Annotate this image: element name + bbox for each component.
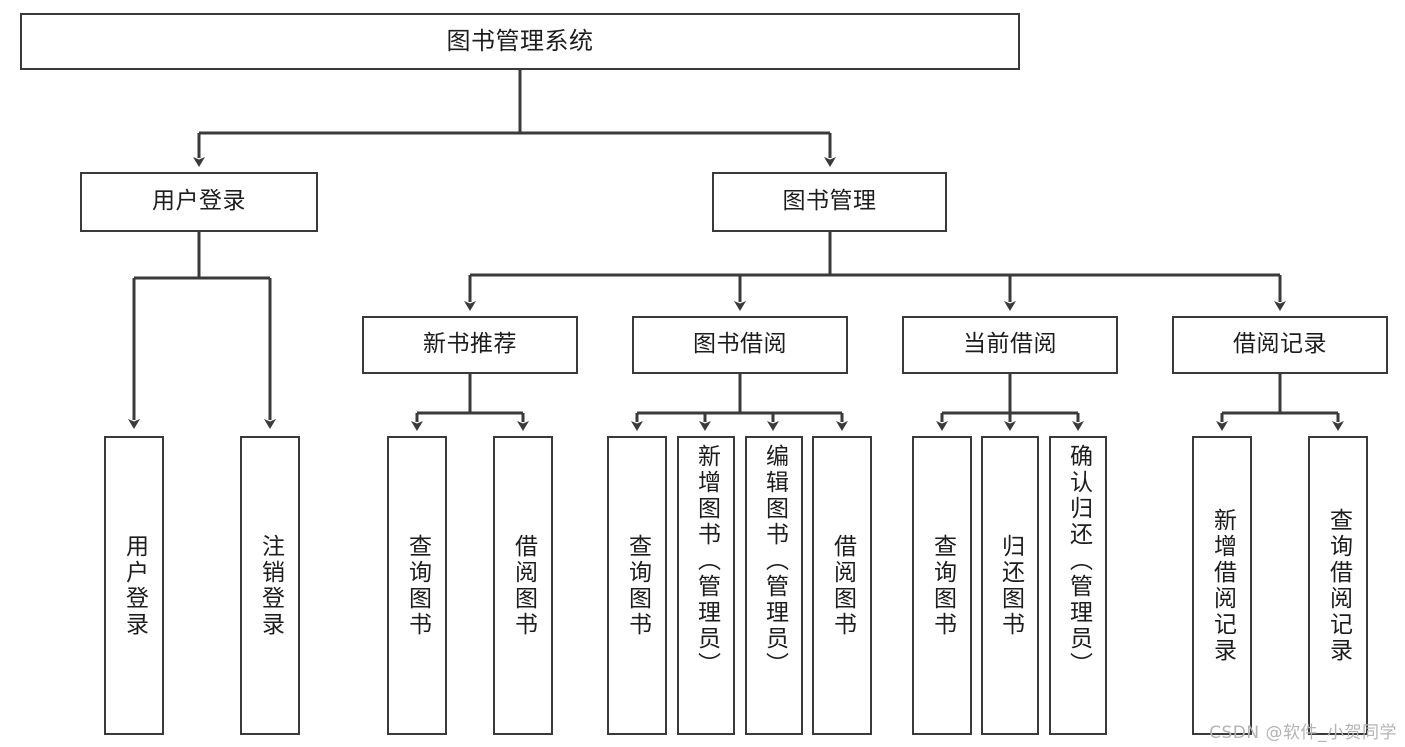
node-leaf-add-book-admin[interactable]: 新增图书（管理员）: [677, 436, 735, 735]
node-leaf-add-borrow-record[interactable]: 新增借阅记录: [1192, 436, 1252, 735]
node-label: 当前借阅: [963, 331, 1057, 358]
node-label: 图书管理: [782, 188, 877, 215]
node-label: 新增借阅记录: [1209, 507, 1236, 664]
node-label: 确认归还（管理员）: [1065, 444, 1092, 678]
node-book-borrow[interactable]: 图书借阅: [632, 316, 848, 374]
node-label: 借阅图书: [510, 533, 537, 638]
node-label: 查询借阅记录: [1325, 507, 1352, 664]
node-leaf-logout[interactable]: 注销登录: [240, 436, 300, 735]
node-label: 图书借阅: [693, 331, 787, 358]
node-leaf-borrow-book[interactable]: 借阅图书: [812, 436, 872, 735]
node-label: 新书推荐: [423, 331, 517, 358]
node-leaf-query-book[interactable]: 查询图书: [607, 436, 667, 735]
node-leaf-return-book[interactable]: 归还图书: [981, 436, 1039, 735]
node-label: 编辑图书（管理员）: [761, 444, 788, 678]
node-book-management[interactable]: 图书管理: [712, 172, 947, 232]
node-leaf-confirm-return-admin[interactable]: 确认归还（管理员）: [1049, 436, 1107, 735]
node-label: 图书管理系统: [446, 27, 594, 56]
node-current-borrow[interactable]: 当前借阅: [902, 316, 1118, 374]
node-user-login[interactable]: 用户登录: [80, 172, 318, 232]
node-leaf-query-book-new[interactable]: 查询图书: [387, 436, 447, 735]
node-label: 查询图书: [404, 533, 431, 638]
node-new-book-recommendation[interactable]: 新书推荐: [362, 316, 578, 374]
csdn-watermark: CSDN @软件_小贺同学: [1209, 723, 1397, 743]
node-leaf-user-login[interactable]: 用户登录: [104, 436, 164, 735]
node-label: 查询图书: [624, 533, 651, 638]
node-label: 用户登录: [152, 188, 246, 215]
node-borrow-record[interactable]: 借阅记录: [1172, 316, 1388, 374]
node-root-book-management-system[interactable]: 图书管理系统: [20, 13, 1020, 70]
node-leaf-edit-book-admin[interactable]: 编辑图书（管理员）: [745, 436, 803, 735]
node-leaf-borrow-book-new[interactable]: 借阅图书: [493, 436, 553, 735]
node-label: 借阅图书: [829, 533, 856, 638]
node-leaf-query-book-current[interactable]: 查询图书: [912, 436, 972, 735]
node-leaf-query-borrow-record[interactable]: 查询借阅记录: [1308, 436, 1368, 735]
node-label: 新增图书（管理员）: [693, 444, 720, 678]
node-label: 注销登录: [257, 533, 284, 638]
node-label: 归还图书: [997, 533, 1024, 638]
node-label: 查询图书: [929, 533, 956, 638]
node-label: 借阅记录: [1233, 331, 1327, 358]
node-label: 用户登录: [121, 533, 148, 638]
